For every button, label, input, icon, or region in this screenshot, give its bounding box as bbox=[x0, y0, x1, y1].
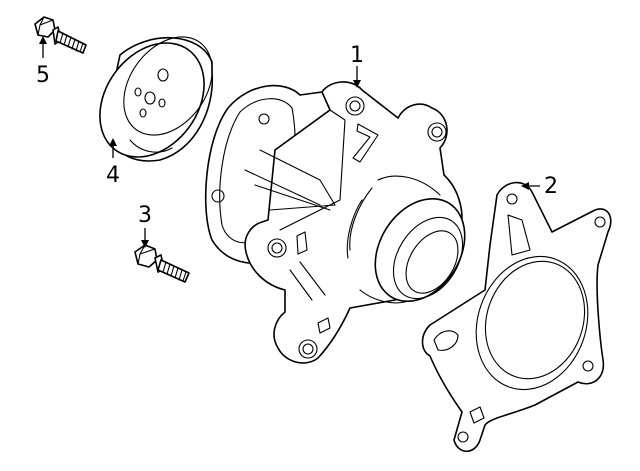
callout-2-label: 2 bbox=[544, 174, 558, 199]
pulley-bolt bbox=[34, 16, 87, 54]
pulley bbox=[99, 36, 214, 162]
water-pump bbox=[204, 81, 466, 364]
callout-1-label: 1 bbox=[350, 43, 364, 68]
pump-bolt bbox=[134, 244, 190, 283]
gasket bbox=[421, 181, 612, 453]
callout-3: 3 bbox=[138, 203, 152, 248]
callout-5: 5 bbox=[36, 36, 50, 88]
callout-2: 2 bbox=[521, 174, 558, 199]
callout-1: 1 bbox=[350, 43, 364, 88]
callout-3-label: 3 bbox=[138, 203, 152, 228]
callout-4: 4 bbox=[106, 138, 120, 188]
callout-5-label: 5 bbox=[36, 63, 50, 88]
callout-4-label: 4 bbox=[106, 163, 120, 188]
